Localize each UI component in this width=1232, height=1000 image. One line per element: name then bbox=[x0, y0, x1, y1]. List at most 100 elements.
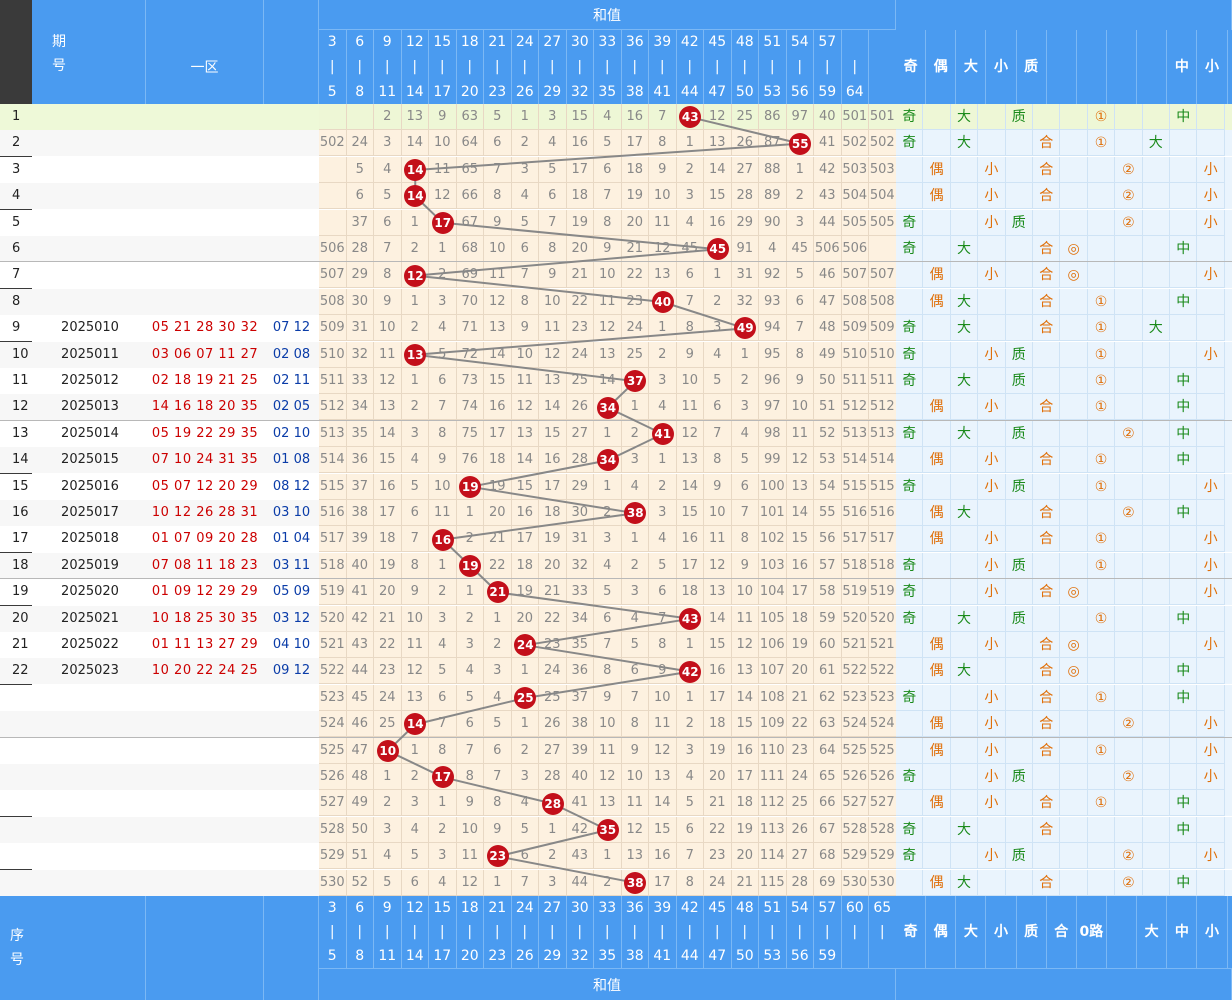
stat-cell bbox=[1115, 790, 1143, 817]
zone2-numbers: 02 08 bbox=[272, 346, 311, 362]
sum-cell: 51 bbox=[814, 394, 842, 421]
sum-cell: 6 bbox=[401, 869, 429, 896]
sum-cell: 8 bbox=[511, 288, 539, 315]
sum-cell: 16 bbox=[621, 104, 649, 130]
stat-cell: 合 bbox=[1033, 632, 1061, 658]
sum-cell: 12 bbox=[539, 341, 567, 368]
sum-cell: 10 bbox=[539, 288, 567, 315]
stat-cell bbox=[1060, 368, 1088, 394]
stat-cell bbox=[1087, 183, 1116, 210]
sum-cell: 524 bbox=[319, 711, 347, 738]
stat-cell: ① bbox=[1087, 341, 1116, 368]
stat-cell: 偶 bbox=[923, 447, 951, 474]
sum-cell: 16 bbox=[566, 130, 594, 157]
footer-stat-header: 小 bbox=[986, 896, 1017, 968]
sum-cell: 45 bbox=[346, 684, 374, 711]
zone2-numbers: 07 12 bbox=[272, 320, 311, 336]
zone1-numbers bbox=[146, 236, 264, 262]
sum-cell: 100 bbox=[759, 473, 787, 500]
stat-cell bbox=[1005, 262, 1033, 289]
sum-cell: 10 bbox=[676, 368, 704, 394]
sum-cell: 3 bbox=[484, 658, 512, 685]
stats-area-bg bbox=[896, 183, 1232, 210]
stat-cell: ◎ bbox=[1060, 262, 1088, 289]
stat-cell bbox=[1170, 764, 1198, 790]
stat-cell: 中 bbox=[1170, 500, 1198, 526]
sum-cell: 18 bbox=[731, 790, 759, 817]
sum-cell: 11 bbox=[649, 711, 677, 738]
sum-cell: 16 bbox=[649, 843, 677, 870]
sum-cell: 22 bbox=[704, 816, 732, 843]
stat-cell bbox=[1033, 104, 1061, 130]
sum-cell: 2 bbox=[704, 288, 732, 315]
zone1-numbers: 01 09 12 29 29 bbox=[151, 584, 259, 600]
sum-cell: 13 bbox=[594, 341, 622, 368]
sum-cell: 18 bbox=[704, 711, 732, 738]
sum-cell: 522 bbox=[841, 658, 869, 685]
sum-cell: 526 bbox=[869, 764, 897, 790]
sum-cell: 1 bbox=[649, 447, 677, 474]
sum-cell: 3 bbox=[594, 526, 622, 553]
sum-cell: 7 bbox=[594, 183, 622, 210]
sum-cell: 529 bbox=[319, 843, 347, 870]
sum-cell: 43 bbox=[676, 605, 704, 632]
period-cell bbox=[34, 738, 146, 764]
stat-cell bbox=[1197, 605, 1225, 632]
stat-cell: 合 bbox=[1033, 579, 1061, 606]
sum-cell: 13 bbox=[511, 420, 539, 447]
sum-cell: 9 bbox=[511, 315, 539, 342]
stat-cell bbox=[1115, 605, 1143, 632]
sum-cell: 19 bbox=[511, 579, 539, 606]
sum-cell: 90 bbox=[759, 209, 787, 236]
stat-cell: 大 bbox=[950, 236, 979, 262]
row-number: 1 bbox=[12, 109, 21, 124]
sum-cell: 42 bbox=[676, 658, 704, 685]
stat-cell bbox=[1033, 209, 1061, 236]
sum-cell: 15 bbox=[484, 368, 512, 394]
sum-cell: 2 bbox=[401, 394, 429, 421]
sum-cell: 26 bbox=[566, 394, 594, 421]
zone1-numbers bbox=[146, 289, 264, 315]
stat-cell bbox=[923, 315, 951, 342]
sum-cell: 7 bbox=[649, 104, 677, 130]
zone2-numbers: 05 09 bbox=[272, 584, 311, 600]
stat-cell bbox=[1060, 183, 1088, 210]
stat-cell: ② bbox=[1115, 209, 1143, 236]
stat-cell: 小 bbox=[978, 473, 1006, 500]
sum-cell: 1 bbox=[594, 420, 622, 447]
stat-cell: 质 bbox=[1005, 552, 1033, 579]
stat-cell bbox=[896, 288, 924, 315]
sum-cell: 7 bbox=[594, 632, 622, 658]
stat-cell: ② bbox=[1115, 711, 1143, 738]
stat-cell: 偶 bbox=[923, 262, 951, 289]
row-number: 9 bbox=[12, 320, 21, 336]
footer-sum-col: 3|5 bbox=[319, 896, 347, 968]
sum-cell: 8 bbox=[401, 552, 429, 579]
sum-cell: 6 bbox=[484, 130, 512, 157]
sum-cell: 508 bbox=[319, 288, 347, 315]
stat-cell: 大 bbox=[950, 288, 979, 315]
stat-cell bbox=[1115, 315, 1143, 342]
sum-cell: 3 bbox=[676, 183, 704, 210]
stat-col-header bbox=[1107, 30, 1138, 104]
sum-cell: 21 bbox=[731, 869, 759, 896]
stat-cell: ② bbox=[1115, 156, 1143, 183]
sum-cell: 1 bbox=[429, 552, 457, 579]
stat-cell: 合 bbox=[1033, 526, 1061, 553]
stat-cell bbox=[1005, 526, 1033, 553]
stat-cell bbox=[1142, 262, 1170, 289]
stat-cell bbox=[1142, 764, 1170, 790]
stat-cell: 大 bbox=[950, 500, 979, 526]
sum-cell: 12 bbox=[511, 394, 539, 421]
footer-stat-header: 奇 bbox=[896, 896, 927, 968]
sum-cell: 45 bbox=[676, 236, 704, 262]
stat-cell: 小 bbox=[978, 262, 1006, 289]
zone1-numbers: 10 20 22 24 25 bbox=[151, 663, 259, 679]
sum-cell: 3 bbox=[539, 104, 567, 130]
stats-area-bg bbox=[896, 473, 1232, 500]
period-cell bbox=[34, 843, 146, 869]
